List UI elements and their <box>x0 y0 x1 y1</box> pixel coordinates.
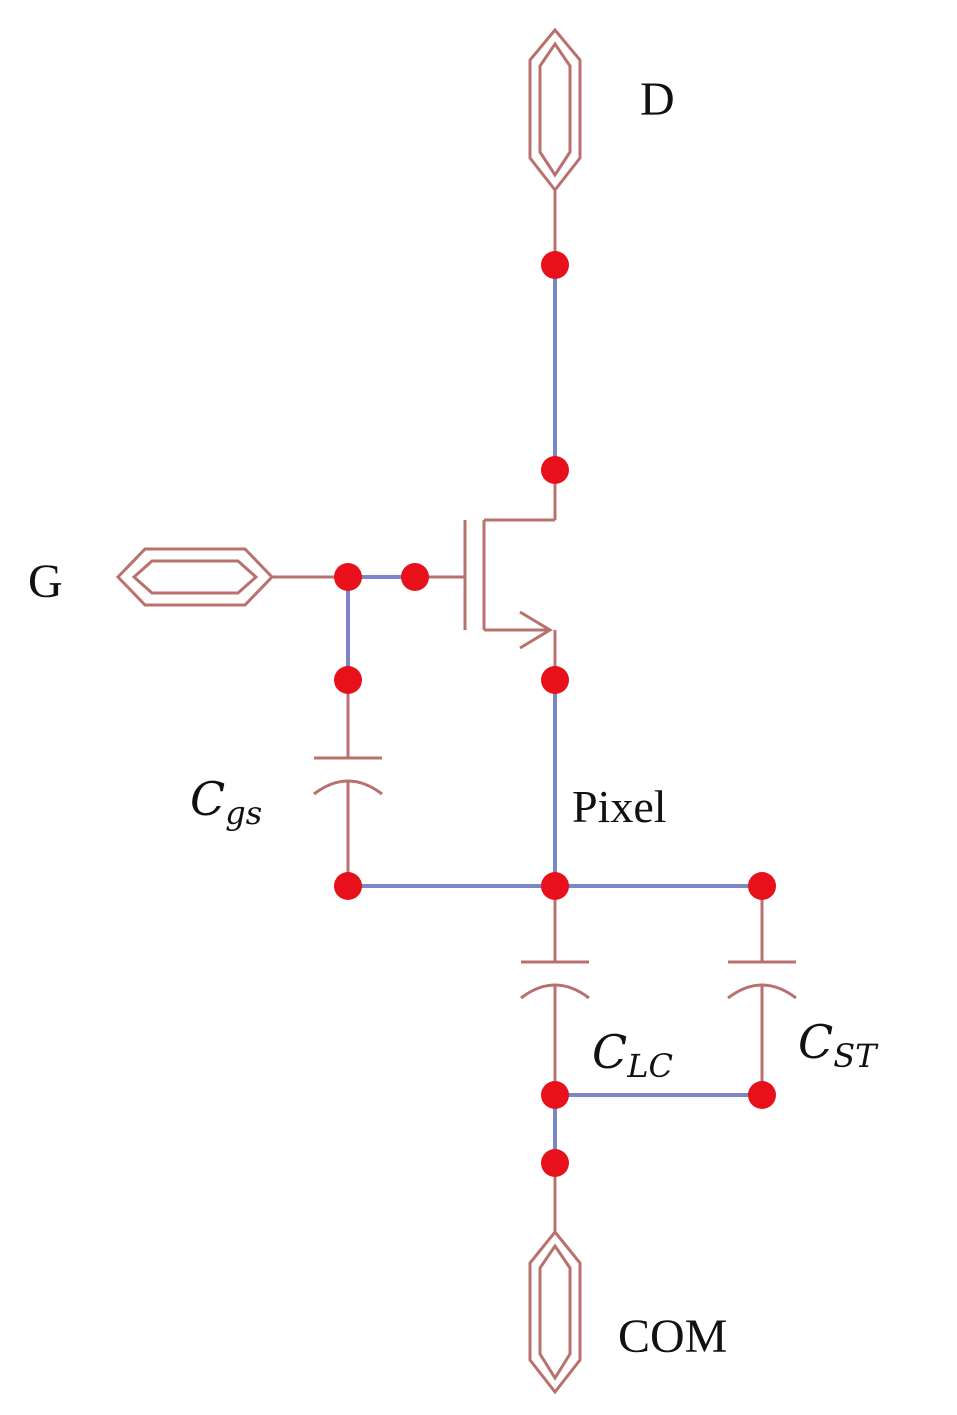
capacitor-cgs-symbol <box>313 680 383 886</box>
tft-transistor <box>415 470 557 680</box>
label-pixel: Pixel <box>572 781 667 832</box>
label-clc-sub: LC <box>626 1047 673 1085</box>
label-cst: CST <box>798 1015 879 1075</box>
nodes <box>334 251 776 1177</box>
port-d-symbol <box>528 27 582 265</box>
label-cst-sub: ST <box>833 1037 879 1075</box>
port-g-symbol <box>115 547 348 607</box>
node-cst-top <box>748 872 776 900</box>
components <box>115 27 797 1395</box>
node-com <box>541 1149 569 1177</box>
capacitor-clc-symbol <box>520 886 590 1095</box>
capacitor-cst-symbol <box>727 886 797 1095</box>
node-source <box>541 666 569 694</box>
label-cgs-main: C <box>190 772 225 826</box>
node-drain-bottom <box>541 456 569 484</box>
node-pixel <box>541 872 569 900</box>
node-cgs-top <box>334 666 362 694</box>
node-drain-top <box>541 251 569 279</box>
label-cgs-sub: gs <box>225 794 262 832</box>
label-clc: CLC <box>592 1025 673 1085</box>
port-com-symbol <box>528 1163 582 1395</box>
label-g: G <box>28 555 63 608</box>
label-cst-main: C <box>798 1015 833 1069</box>
label-clc-main: C <box>592 1025 627 1079</box>
node-gate-junction <box>334 563 362 591</box>
label-d: D <box>640 73 675 126</box>
node-clc-bottom <box>541 1081 569 1109</box>
node-cst-bottom <box>748 1081 776 1109</box>
node-cgs-bottom <box>334 872 362 900</box>
label-cgs: Cgs <box>190 772 262 832</box>
node-gate-tft <box>401 563 429 591</box>
label-com: COM <box>618 1310 727 1363</box>
